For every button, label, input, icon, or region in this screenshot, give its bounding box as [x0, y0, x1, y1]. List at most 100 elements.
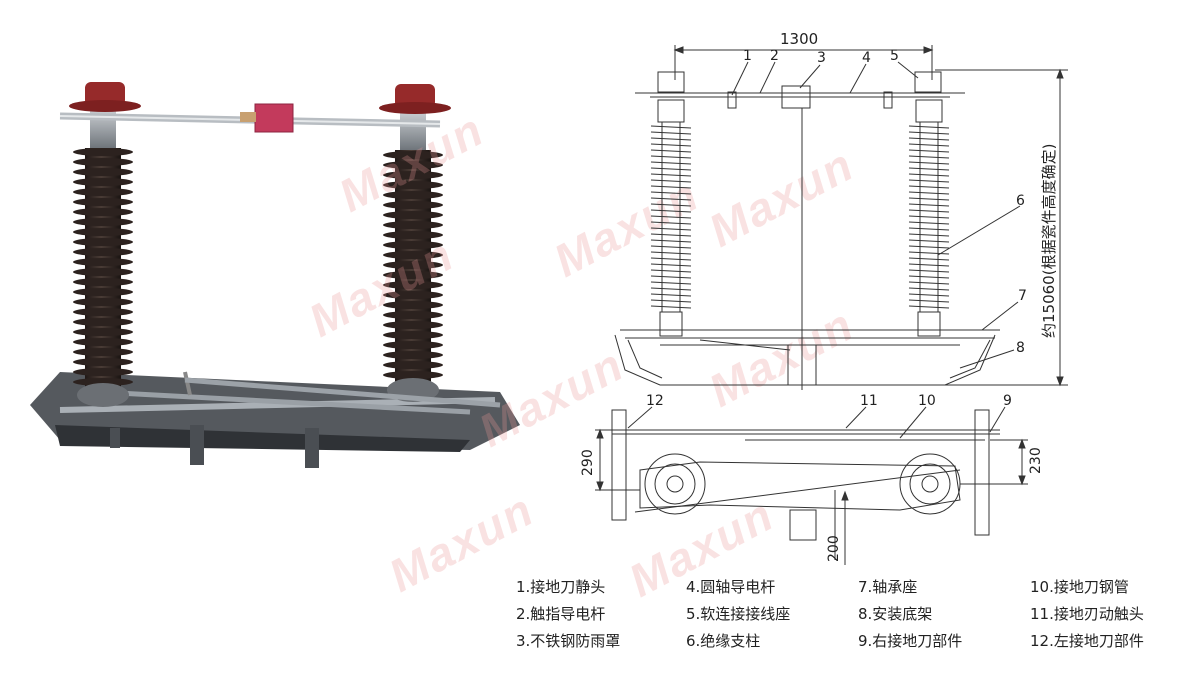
drawing-shed: [650, 257, 692, 261]
drawing-shed: [908, 305, 950, 309]
callout-3: 3: [817, 50, 826, 66]
callout-6: 6: [1016, 193, 1025, 209]
insulator-shed: [383, 191, 443, 199]
drawing-shed: [908, 143, 950, 147]
dimension-bottom-offset: [841, 490, 849, 565]
drawing-shed: [908, 269, 950, 273]
insulator-shed: [383, 281, 443, 289]
insulator-shed: [73, 228, 133, 236]
insulator-shed: [383, 251, 443, 259]
dimension-total-height: [935, 68, 1068, 387]
insulator-shed: [383, 321, 443, 329]
drawing-shed: [908, 131, 950, 135]
callout-10: 10: [918, 393, 936, 409]
drawing-shed: [908, 263, 950, 267]
drawing-shed: [908, 149, 950, 153]
drawing-shed: [908, 275, 950, 279]
insulator-shed: [383, 371, 443, 379]
drawing-shed: [650, 137, 692, 141]
photo-right-insulator: [379, 84, 451, 402]
insulator-shed: [73, 168, 133, 176]
drawing-shed: [650, 131, 692, 135]
insulator-shed: [73, 218, 133, 226]
drawing-shed: [650, 179, 692, 183]
product-photo: [30, 82, 520, 468]
legend-item: 11.接地刃动触头: [1030, 605, 1144, 623]
drawing-shed: [650, 167, 692, 171]
insulator-shed: [73, 148, 133, 156]
drawing-shed: [908, 179, 950, 183]
drawing-shed: [908, 233, 950, 237]
callout-leaders: [627, 61, 1021, 439]
drawing-shed: [908, 167, 950, 171]
drawing-shed: [650, 287, 692, 291]
parts-legend: 1.接地刀静头 4.圆轴导电杆 7.轴承座 10.接地刀钢管 2.触指导电杆 5…: [516, 576, 1188, 651]
insulator-shed: [383, 291, 443, 299]
drawing-shed: [908, 299, 950, 303]
callout-4: 4: [862, 50, 871, 66]
drawing-shed: [908, 191, 950, 195]
insulator-shed: [383, 331, 443, 339]
insulator-shed: [73, 368, 133, 376]
insulator-shed: [383, 161, 443, 169]
insulator-shed: [73, 278, 133, 286]
insulator-shed: [73, 318, 133, 326]
drawing-insulator-core: [661, 121, 681, 313]
drawing-shed: [650, 281, 692, 285]
drawing-shed: [650, 245, 692, 249]
drawing-shed: [908, 125, 950, 129]
insulator-shed: [383, 221, 443, 229]
drawing-shed: [650, 233, 692, 237]
drawing-shed: [650, 269, 692, 273]
drawing-shed: [908, 221, 950, 225]
callout-8: 8: [1016, 340, 1025, 356]
drawing-shed: [908, 245, 950, 249]
insulator-shed: [383, 361, 443, 369]
drawing-shed: [650, 239, 692, 243]
drawing-shed: [908, 137, 950, 141]
insulator-shed: [383, 241, 443, 249]
drawing-shed: [908, 197, 950, 201]
drawing-plan-view: [611, 409, 1000, 560]
insulator-shed: [383, 151, 443, 159]
drawing-shed: [650, 185, 692, 189]
drawing-shed: [908, 227, 950, 231]
insulator-shed: [383, 181, 443, 189]
legend-item: 7.轴承座: [858, 578, 918, 596]
legend-item: 2.触指导电杆: [516, 605, 606, 623]
insulator-shed: [383, 171, 443, 179]
legend-item: 12.左接地刀部件: [1030, 632, 1144, 650]
insulator-shed: [73, 338, 133, 346]
insulator-shed: [73, 258, 133, 266]
drawing-shed: [650, 143, 692, 147]
dimension-top-width-label: 1300: [780, 30, 818, 48]
insulator-shed: [73, 358, 133, 366]
legend-item: 10.接地刀钢管: [1030, 578, 1129, 596]
legend-item: 1.接地刀静头: [516, 578, 606, 596]
insulator-shed: [383, 301, 443, 309]
drawing-shed: [908, 287, 950, 291]
drawing-shed: [650, 155, 692, 159]
insulator-shed: [383, 351, 443, 359]
drawing-shed: [650, 227, 692, 231]
drawing-shed: [650, 305, 692, 309]
dimension-left-depth: [595, 428, 640, 492]
drawing-right-insulator: [908, 99, 950, 337]
legend-item: 4.圆轴导电杆: [686, 578, 776, 596]
legend-item: 8.安装底架: [858, 605, 933, 623]
insulator-shed: [73, 288, 133, 296]
drawing-shed: [908, 185, 950, 189]
legend-item: 5.软连接接线座: [686, 605, 791, 623]
insulator-shed: [383, 261, 443, 269]
drawing-shed: [908, 203, 950, 207]
drawing-left-insulator: [650, 99, 692, 337]
insulator-shed: [73, 328, 133, 336]
drawing-shed: [908, 281, 950, 285]
insulator-shed: [383, 201, 443, 209]
legend-item: 3.不铁钢防雨罩: [516, 632, 621, 650]
insulator-shed: [73, 378, 133, 386]
drawing-shed: [650, 149, 692, 153]
callout-11: 11: [860, 393, 878, 409]
dimension-bottom-offset-label: 200: [826, 535, 842, 562]
callout-7: 7: [1018, 288, 1027, 304]
